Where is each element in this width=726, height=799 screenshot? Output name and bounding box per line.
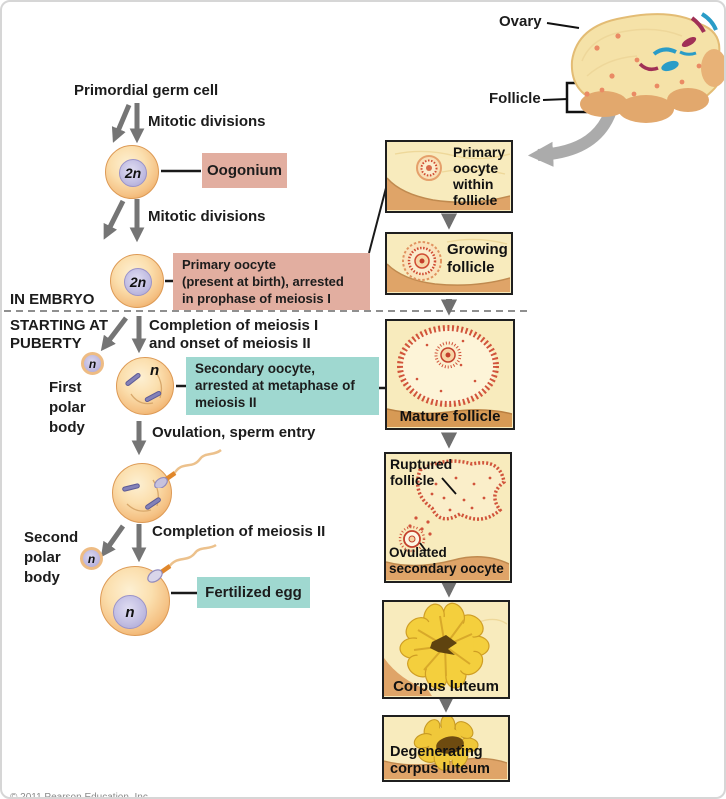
panel-ruptured-follicle-label: Ruptured follicle [390, 456, 453, 488]
mitotic-divisions-label-1: Mitotic divisions [148, 113, 266, 130]
secondary-oocyte-ploidy: n [150, 362, 160, 379]
ovulated-oocyte-cell [112, 463, 172, 523]
panel-mature-follicle-label: Mature follicle [399, 408, 501, 425]
primary-oocyte-callout: Primary oocyte (present at birth), arres… [173, 253, 370, 310]
mitotic-arrows-1 [111, 103, 145, 144]
panel-flow-arrows [437, 213, 458, 713]
meiosis2-arrows [100, 524, 147, 563]
mitotic-divisions-label-2: Mitotic divisions [148, 208, 266, 225]
panel-degenerating-art [384, 717, 507, 779]
ovulation-label: Ovulation, sperm entry [152, 424, 316, 441]
panel-corpus-luteum-label: Corpus luteum [393, 678, 499, 695]
ovary-leader-lines [542, 22, 580, 101]
panel-ruptured-follicle-art [386, 454, 509, 580]
panel-mature-follicle: Mature follicle [385, 319, 515, 430]
second-polar-body-label: Second polar body [24, 529, 79, 586]
oogonium-callout: Oogonium [202, 153, 287, 188]
oogonium-cell: 2n [105, 145, 159, 199]
spindle-arcs [130, 373, 163, 405]
panel-corpus-luteum: Corpus luteum [382, 600, 510, 699]
oogonium-nucleus: 2n [119, 159, 147, 187]
mitotic-arrows-2 [103, 199, 145, 243]
first-polar-body-cell: n [81, 352, 104, 375]
spindle-arcs [126, 479, 159, 512]
panel-growing-follicle-art [387, 234, 510, 292]
panel-ovulated-oocyte-label: Ovulated secondary oocyte [389, 545, 504, 576]
copyright-text: © 2011 Pearson Education, Inc. [10, 792, 151, 799]
primary-oocyte-cell: 2n [110, 254, 164, 308]
sperm-icon [154, 448, 222, 488]
panel-mature-follicle-art [387, 321, 512, 427]
panel-degenerating-corpus-luteum: Degenerating corpus luteum [382, 715, 510, 782]
panel-primary-oocyte-label: Primary oocyte within follicle [453, 144, 506, 208]
starting-at-puberty-label: STARTING AT PUBERTY [10, 317, 109, 352]
sperm-icon [147, 543, 217, 583]
primordial-germ-cell-label: Primordial germ cell [74, 82, 219, 99]
secondary-oocyte-cell: n [116, 357, 174, 415]
panel-primary-oocyte-art [387, 142, 510, 210]
primary-oocyte-nucleus: 2n [124, 268, 152, 296]
in-embryo-label: IN EMBRYO [10, 291, 95, 308]
first-polar-body-label: First polar body [49, 379, 86, 436]
fertilized-egg-callout: Fertilized egg [197, 577, 310, 608]
ovary-illustration [570, 12, 724, 123]
panel-growing-follicle: Growing follicle [385, 232, 513, 295]
meiosis1-arrows [100, 316, 147, 354]
second-polar-body-cell: n [80, 547, 103, 570]
primary-oocyte-to-panel-line [368, 187, 387, 254]
ovary-label: Ovary [499, 13, 542, 30]
panel-primary-oocyte: Primary oocyte within follicle [385, 140, 513, 213]
panel-corpus-luteum-art [384, 602, 507, 696]
panel-degenerating-label: Degenerating corpus luteum [390, 744, 490, 777]
meiosis2-label: Completion of meiosis II [152, 523, 326, 540]
panel-growing-follicle-label: Growing follicle [447, 241, 508, 276]
fertilized-egg-nucleus: n [113, 595, 147, 629]
follicle-label: Follicle [489, 90, 541, 107]
secondary-oocyte-callout: Secondary oocyte, arrested at metaphase … [186, 357, 379, 415]
panel-ruptured-follicle: Ruptured follicle Ovulated secondary ooc… [384, 452, 512, 583]
callout-lines [161, 169, 201, 595]
meiosis1-label: Completion of meiosis I and onset of mei… [149, 317, 319, 352]
